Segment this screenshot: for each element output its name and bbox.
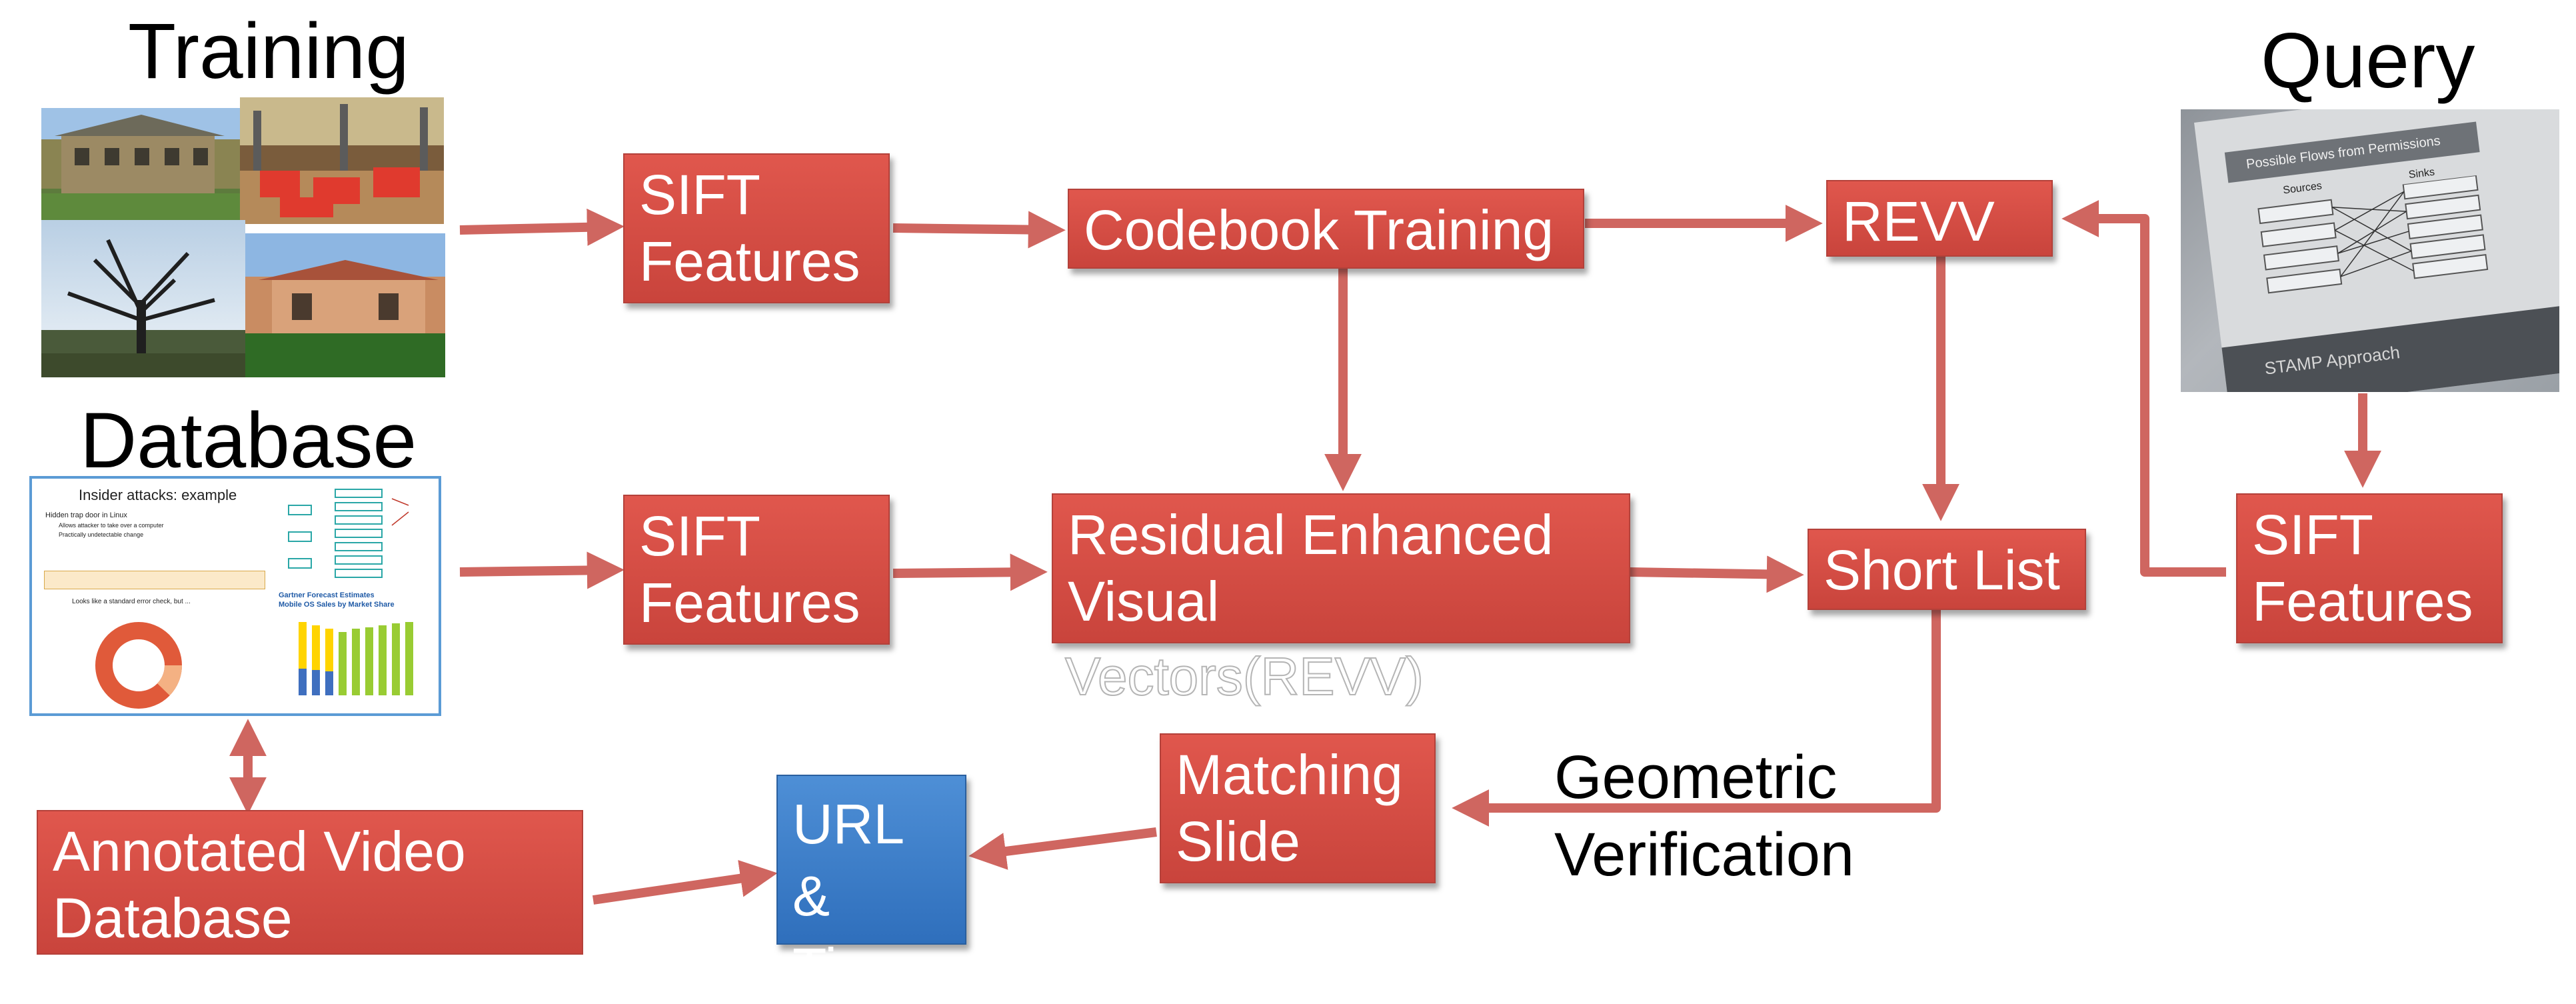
arrow-matching-to-url (968, 827, 1157, 870)
slide-chart-title: Mobile OS Sales by Market Share (279, 601, 395, 609)
database-slide-thumbnail: Insider attacks: example Hidden trap doo… (29, 476, 441, 716)
query-paper-flows (2257, 174, 2489, 294)
arrow-shortlist-to-matching (1452, 610, 1941, 827)
slide-title: Insider attacks: example (79, 487, 237, 503)
short-list-box: Short List (1808, 529, 2086, 610)
slide-sub-bullet: Practically undetectable change (59, 531, 144, 538)
codebook-training-box: Codebook Training (1068, 189, 1584, 269)
slide-bar-chart (299, 622, 413, 695)
database-label: Database (80, 397, 417, 485)
connector-arrows (229, 200, 2381, 905)
slide-flow-diagram (288, 489, 409, 578)
url-time-box: URL &Time (776, 775, 966, 999)
arrow-database-to-sift (459, 551, 625, 589)
query-label: Query (2261, 17, 2475, 105)
training-label: Training (128, 7, 409, 95)
training-photo-villa (245, 233, 445, 377)
slide-chart-title: Gartner Forecast Estimates (279, 591, 375, 599)
slide-bullet: Hidden trap door in Linux (45, 511, 127, 519)
training-photo-cafeteria (240, 97, 444, 224)
arrow-sift-to-codebook (892, 211, 1066, 249)
query-paper: Possible Flows from Permissions Sources … (2194, 109, 2559, 392)
slide-code-box (44, 571, 265, 589)
revv-box: REVV (1826, 180, 2053, 257)
slide-donut-chart (95, 622, 182, 709)
slide-note: Looks like a standard error check, but .… (72, 598, 191, 605)
arrow-query-sift-to-revv (2061, 200, 2226, 577)
arrow-annotated-to-url (592, 859, 778, 905)
slide-sub-bullet: Allows attacker to take over a computer (59, 522, 164, 529)
arrow-residual-to-shortlist (1629, 555, 1804, 593)
training-photo-house (41, 108, 241, 220)
geometric-verification-label: Geometric Verification (1554, 743, 1855, 889)
residual-overflow-text: Vectors(REVV) (1064, 647, 1424, 706)
query-photo: Possible Flows from Permissions Sources … (2181, 109, 2559, 392)
arrow-training-to-sift (459, 208, 625, 246)
arrow-sift-to-residual (892, 553, 1048, 591)
training-photo-tree (41, 220, 245, 377)
